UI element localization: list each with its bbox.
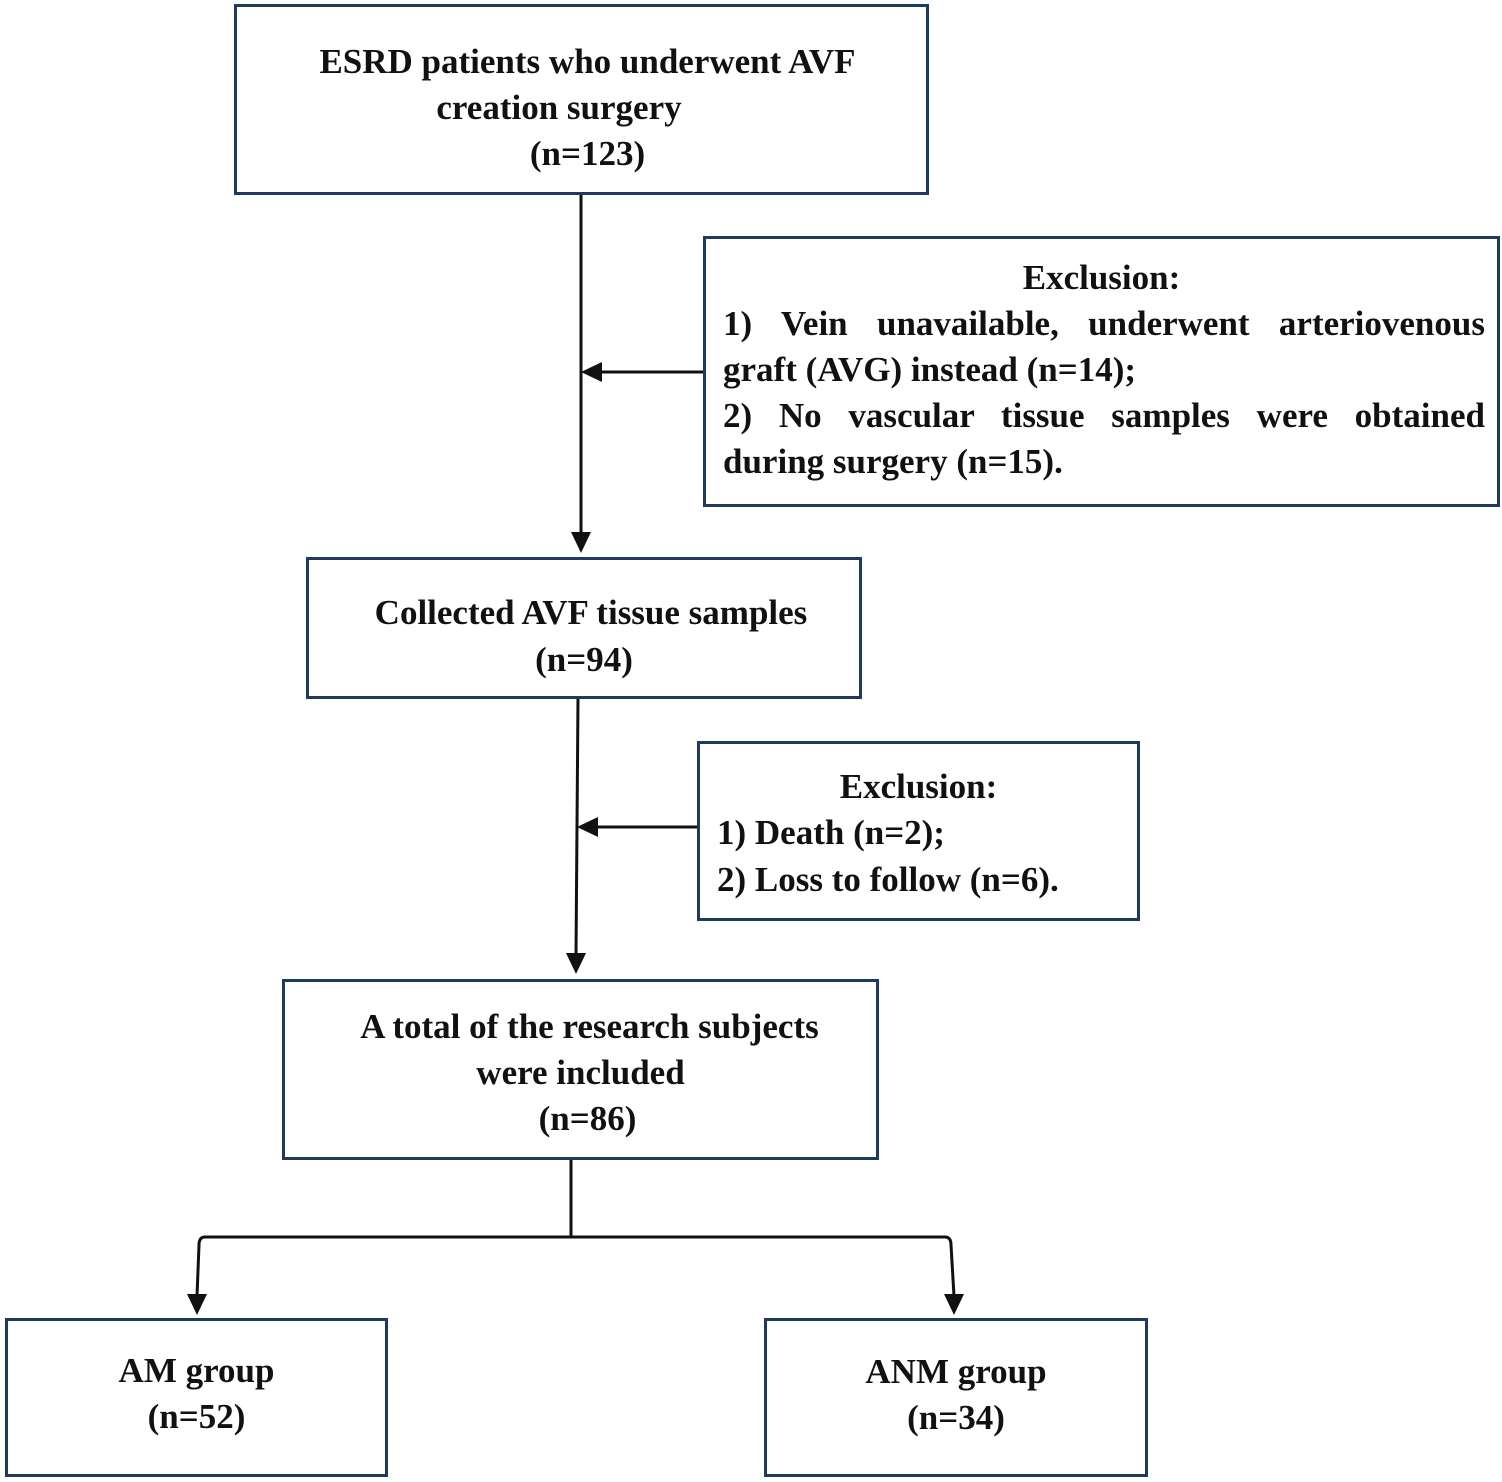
am-group-box: AM group (n=52): [5, 1318, 388, 1477]
connector-split-right: [571, 1235, 956, 1297]
exclusion-1-item-1-line-1: 1) Vein unavailable, underwent arteriove…: [723, 304, 1485, 343]
esrd-patients-box: ESRD patients who underwent AVF creation…: [234, 4, 929, 195]
connector-split-left: [195, 1235, 571, 1297]
collected-line-1: Collected AVF tissue samples: [374, 593, 808, 632]
anm-group-box: ANM group (n=34): [764, 1318, 1148, 1477]
arrowhead-am: [187, 1294, 207, 1315]
exclusion-1-title: Exclusion:: [1022, 258, 1181, 297]
arrowhead-exclusion2: [577, 817, 598, 837]
arrowhead-anm: [944, 1294, 964, 1315]
exclusion-1-item-2-line-1: 2) No vascular tissue samples were obtai…: [723, 396, 1485, 435]
collected-samples-box: Collected AVF tissue samples (n=94): [306, 557, 862, 699]
exclusion-box-2: Exclusion: 1) Death (n=2); 2) Loss to fo…: [697, 741, 1140, 921]
arrowhead-exclusion1: [581, 362, 602, 382]
total-line-2: were included: [476, 1053, 685, 1092]
anm-group-count: (n=34): [907, 1398, 1005, 1437]
am-group-count: (n=52): [147, 1397, 246, 1436]
esrd-line-1: ESRD patients who underwent AVF: [319, 42, 856, 81]
am-group-label: AM group: [118, 1351, 275, 1390]
anm-group-label: ANM group: [865, 1352, 1047, 1391]
esrd-line-3: (n=123): [529, 134, 646, 173]
exclusion-box-1: Exclusion: 1) Vein unavailable, underwen…: [703, 236, 1500, 507]
exclusion-2-item-1: 1) Death (n=2);: [717, 813, 945, 852]
total-line-3: (n=86): [538, 1099, 637, 1138]
exclusion-2-item-2: 2) Loss to follow (n=6).: [717, 860, 1059, 899]
collected-line-2: (n=94): [535, 640, 633, 679]
exclusion-1-item-1-line-2: graft (AVG) instead (n=14);: [723, 350, 1137, 389]
arrowhead-collected: [571, 532, 591, 553]
exclusion-2-title: Exclusion:: [839, 767, 998, 806]
total-subjects-box: A total of the research subjects were in…: [282, 979, 879, 1160]
arrowhead-total: [566, 953, 586, 974]
total-line-1: A total of the research subjects: [360, 1007, 819, 1046]
exclusion-1-item-2-line-2: during surgery (n=15).: [723, 442, 1063, 481]
arrow-collected-to-total: [574, 697, 580, 956]
esrd-line-2: creation surgery: [436, 88, 682, 127]
